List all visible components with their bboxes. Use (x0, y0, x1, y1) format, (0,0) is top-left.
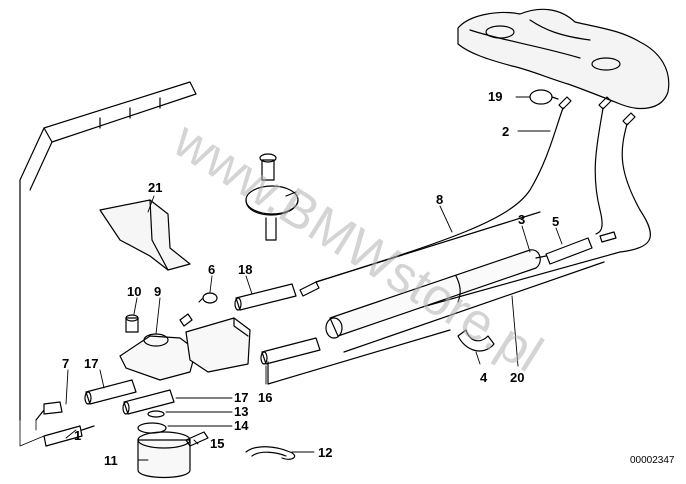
label-15: 15 (210, 436, 224, 451)
guide-lines (19, 419, 45, 447)
holder-4 (457, 329, 495, 352)
label-11: 11 (104, 453, 118, 468)
label-9: 9 (154, 284, 161, 299)
part-labels: 19 2 8 3 5 4 20 21 6 18 10 9 7 17 17 16 … (62, 89, 559, 468)
label-14: 14 (234, 418, 249, 433)
fuel-lines-2 (315, 96, 651, 317)
fuel-filter-3 (325, 249, 547, 339)
hose-clamp-19 (529, 89, 559, 105)
label-5: 5 (552, 214, 559, 229)
hose-17-upper (84, 379, 137, 405)
label-18: 18 (238, 262, 252, 277)
label-17-lower: 17 (234, 390, 248, 405)
line-7 (35, 401, 63, 421)
label-10: 10 (127, 284, 141, 299)
cap-10 (125, 314, 139, 333)
label-3: 3 (518, 212, 525, 227)
bracket-21 (99, 199, 191, 271)
clip-12 (245, 446, 296, 460)
label-12: 12 (318, 445, 332, 460)
label-4: 4 (480, 370, 488, 385)
pipe-15 (185, 431, 209, 447)
fuel-tank (457, 8, 670, 110)
label-7: 7 (62, 356, 69, 371)
hose-16 (260, 329, 451, 385)
label-1: 1 (74, 428, 81, 443)
hose-18 (234, 283, 297, 311)
label-13: 13 (234, 404, 248, 419)
clamp-6 (198, 292, 218, 304)
fuel-line-8 (299, 211, 541, 297)
line-1 (43, 425, 95, 447)
hose-17-lower (122, 389, 175, 415)
label-8: 8 (436, 192, 443, 207)
label-16: 16 (258, 390, 272, 405)
damper-11 (137, 431, 191, 479)
label-2: 2 (502, 124, 509, 139)
label-20: 20 (510, 370, 524, 385)
leader-lines (65, 96, 563, 461)
hose-5 (545, 231, 617, 265)
pressure-regulator-9 (119, 313, 251, 381)
label-21: 21 (148, 180, 162, 195)
frame-rail (19, 81, 197, 421)
fuel-line-20 (343, 261, 605, 353)
diagram-reference-number: 00002347 (630, 455, 675, 466)
label-6: 6 (208, 262, 215, 277)
vent-valve (245, 153, 299, 241)
label-19: 19 (488, 89, 502, 104)
label-17-upper: 17 (84, 356, 98, 371)
o-ring-13 (147, 410, 165, 418)
